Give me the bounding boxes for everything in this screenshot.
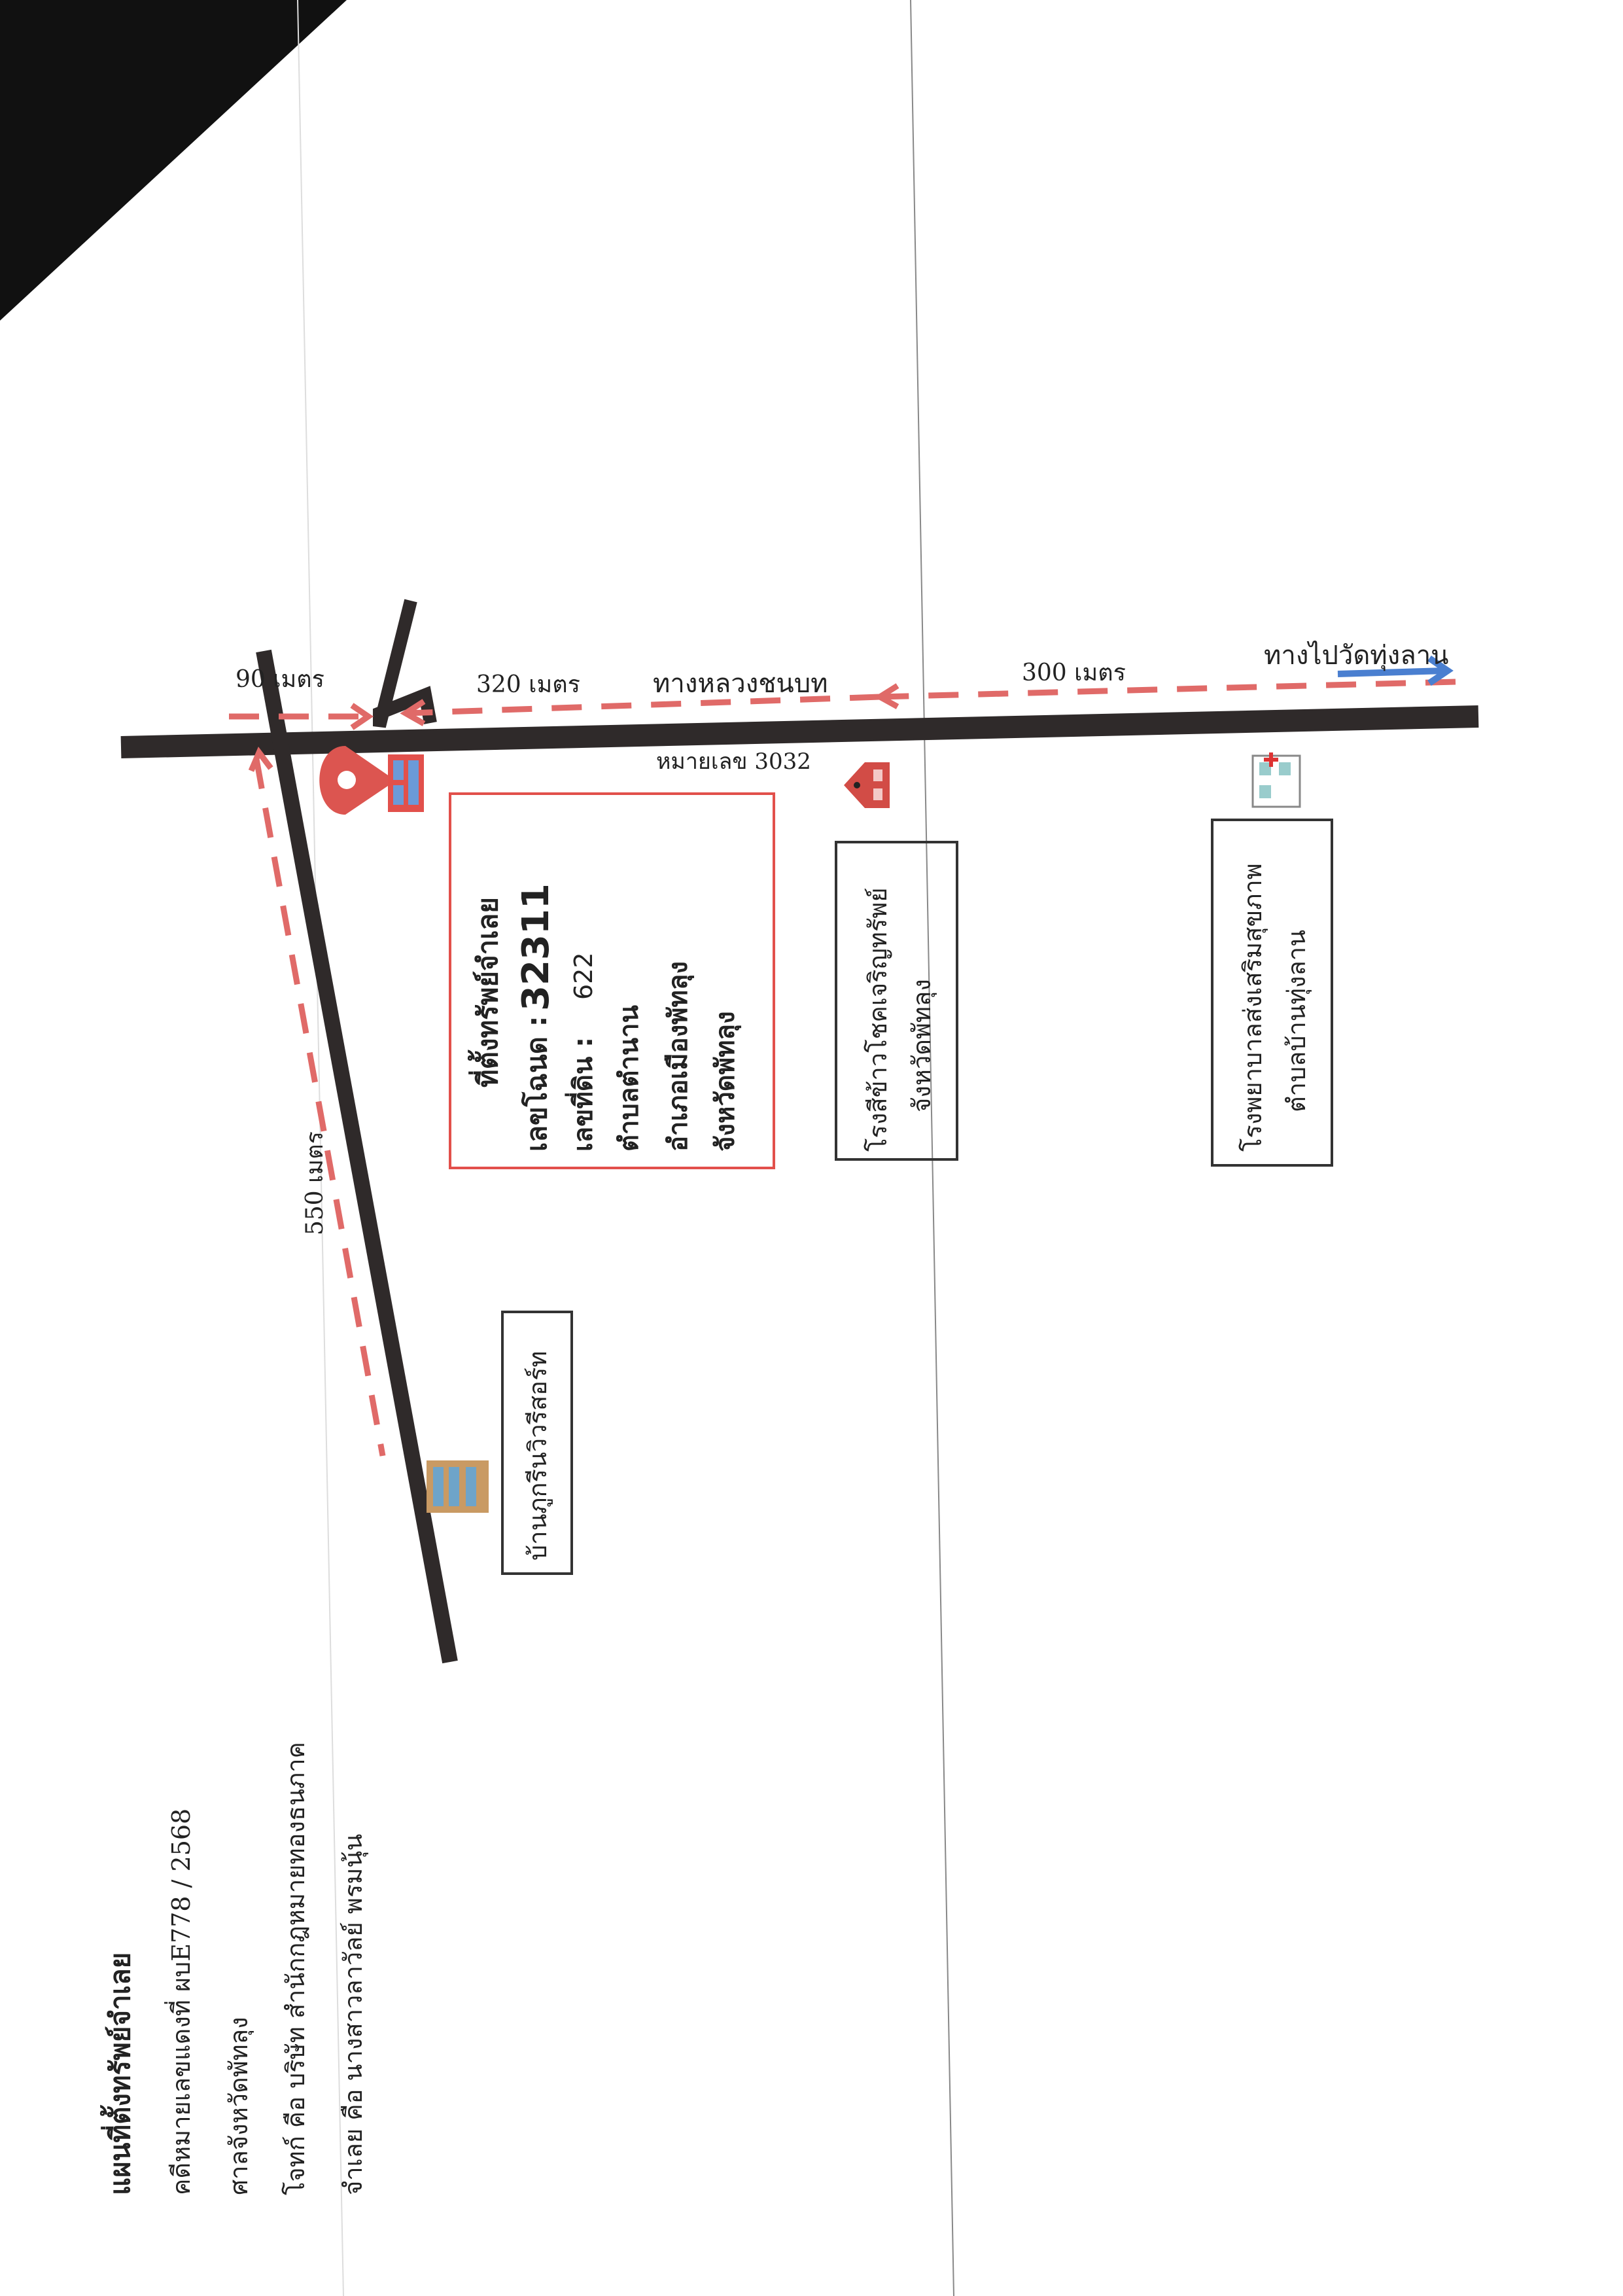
- property-box: [449, 792, 775, 1169]
- route-lines: [229, 679, 1456, 1457]
- route-300: [879, 679, 1456, 700]
- barn-icon: [844, 762, 890, 808]
- plaintiff: โจทก์ คือ บริษัท สำนักกฎหมายทองธนภาค: [281, 1742, 310, 2195]
- house-icon: [388, 754, 424, 812]
- page-title: แผนที่ตั้งทรัพย์จำเลย: [99, 1952, 136, 2195]
- rural-road-label: ทางหลวงชนบท: [653, 669, 828, 699]
- distance-320-label: 320 เมตร: [476, 671, 580, 698]
- fold-line-faint: [297, 0, 344, 2296]
- resort-box: [501, 1311, 573, 1575]
- scan-corner: [0, 0, 347, 321]
- rice-mill-line2: จังหวัดพัทลุง: [907, 979, 937, 1112]
- rice-mill-line1: โรงสีข้าวโชคเจริญทรัพย์: [864, 887, 892, 1152]
- building-icon: [427, 1460, 489, 1513]
- distance-550-label: 550 เมตร: [302, 1131, 328, 1235]
- roads: [120, 599, 1479, 1664]
- route-arrowheads: [248, 683, 899, 772]
- highway-3032: [120, 705, 1479, 758]
- province: จังหวัดพัทลุง: [710, 1011, 742, 1152]
- case-number: คดีหมายเลขแดงที่ ผบE778 / 2568: [164, 1809, 196, 2195]
- land-label: เลขที่ดิน :: [565, 1037, 599, 1152]
- defendant: จำเลย คือ นางสาวลาวัลย์ พรมนุ้น: [339, 1834, 368, 2195]
- side-road: [373, 599, 437, 728]
- deed-number: 32311: [515, 883, 557, 1011]
- header-block: แผนที่ตั้งทรัพย์จำเลย คดีหมายเลขแดงที่ ผ…: [99, 1742, 368, 2195]
- direction-arrow-icon: [1337, 655, 1454, 686]
- location-pin-icon: [319, 746, 396, 815]
- hospital-icon: [1251, 752, 1301, 808]
- court-name: ศาลจังหวัดพัทลุง: [224, 2017, 254, 2195]
- rice-mill-box: [835, 841, 958, 1161]
- fold-line: [910, 0, 954, 2296]
- subdistrict: ตำบลตำนาน: [614, 1005, 644, 1152]
- land-number: 622: [569, 952, 598, 1000]
- property-heading: ที่ตั้งทรัพย์จำเลย: [467, 897, 504, 1087]
- hospital-line2: ตำบลบ้านทุ่งลาน: [1282, 930, 1312, 1112]
- road-number-label: หมายเลข 3032: [656, 749, 811, 775]
- hospital-line1: โรงพยาบาลส่งเสริมสุขภาพ: [1238, 863, 1268, 1152]
- resort-label: บ้านภูกรีนวิวรีสอร์ท: [523, 1351, 553, 1561]
- diagonal-road: [256, 649, 458, 1664]
- direction-label: ทางไปวัดทุ่งลาน: [1264, 641, 1449, 671]
- distance-300-label: 300 เมตร: [1022, 660, 1126, 686]
- property-info: ที่ตั้งทรัพย์จำเลย เลขโฉนด : 32311 เลขที…: [467, 883, 742, 1152]
- district: อำเภอเมืองพัทลุง: [663, 961, 695, 1152]
- route-550: [253, 758, 386, 1457]
- route-320: [405, 694, 881, 716]
- deed-label: เลขโฉนด :: [521, 1016, 553, 1152]
- hospital-box: [1211, 819, 1333, 1167]
- distance-90-label: 90 เมตร: [236, 666, 324, 693]
